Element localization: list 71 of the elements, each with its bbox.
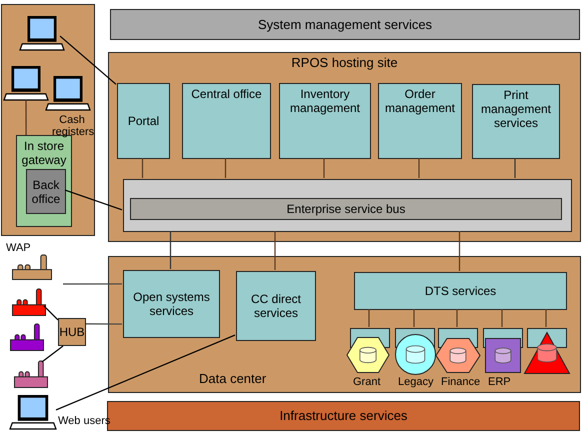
factory-icon <box>12 288 46 316</box>
service-box <box>236 271 316 341</box>
connector-line <box>25 100 27 135</box>
box-label: Portal <box>128 114 160 128</box>
laptop-icon <box>10 395 56 429</box>
connector-line <box>514 158 516 178</box>
service-box <box>130 198 562 220</box>
service-box <box>110 9 580 40</box>
triangle-shape <box>524 332 570 374</box>
factory-icon <box>10 323 44 351</box>
circle-shape <box>395 334 436 375</box>
laptop-icon <box>46 76 90 110</box>
factory-icon <box>12 254 52 280</box>
box-label: System management services <box>258 18 432 32</box>
box-shape <box>485 338 521 373</box>
box-label: Inventory management <box>288 87 362 115</box>
box-label: HUB <box>59 325 85 339</box>
service-box <box>472 84 560 159</box>
node-caption: ERP <box>488 376 511 388</box>
box-label: Order management <box>384 87 456 115</box>
connector-line <box>413 309 415 327</box>
box-shape <box>123 179 572 232</box>
box-label: Central office <box>191 87 262 101</box>
connector-line <box>44 306 58 320</box>
laptop-icon <box>20 16 64 50</box>
connector-line <box>501 309 503 327</box>
hexagon-shape <box>347 337 389 373</box>
box-label: Back office <box>30 178 62 206</box>
connector-line <box>42 346 64 362</box>
connector-line <box>323 158 325 178</box>
group-box <box>108 52 581 242</box>
node-caption: Legacy <box>398 376 434 388</box>
service-box <box>123 270 220 338</box>
laptop-icon <box>4 66 48 100</box>
group-title: RPOS hosting site <box>291 56 398 70</box>
box-label: Print management services <box>480 88 552 130</box>
service-box <box>354 272 567 310</box>
group-title: In store gateway <box>20 139 68 167</box>
box-label: Infrastructure services <box>280 409 408 423</box>
connector-line <box>458 231 460 271</box>
connector-line <box>86 323 122 325</box>
group-title: Data center <box>199 372 266 386</box>
node-caption: Grant <box>353 376 381 388</box>
connector-line <box>63 283 122 285</box>
factory-icon <box>14 360 48 388</box>
connector-line <box>170 231 172 269</box>
connector-line <box>142 158 144 178</box>
box-label: DTS services <box>424 284 496 298</box>
service-box <box>182 83 271 159</box>
box-label: Enterprise service bus <box>286 202 406 216</box>
node-caption: WAP <box>6 242 31 254</box>
connector-line <box>60 36 116 85</box>
hexagon-shape <box>436 338 480 373</box>
service-box <box>117 83 170 159</box>
connector-line <box>418 158 420 178</box>
connector-line <box>224 158 226 178</box>
service-box <box>279 83 371 159</box>
connector-line <box>545 309 547 327</box>
node-caption: Finance <box>441 376 480 388</box>
connector-line <box>274 231 276 270</box>
service-box <box>58 318 86 346</box>
connector-line <box>456 309 458 327</box>
connector-line <box>368 309 370 327</box>
box-shape <box>1 4 95 236</box>
service-box <box>26 169 66 214</box>
box-label: Open systems services <box>132 290 211 318</box>
box-label: CC direct services <box>250 292 302 320</box>
service-box <box>378 83 462 159</box>
note-text: Cash registers <box>52 114 92 138</box>
group-box <box>108 256 581 393</box>
connector-line <box>56 334 236 411</box>
